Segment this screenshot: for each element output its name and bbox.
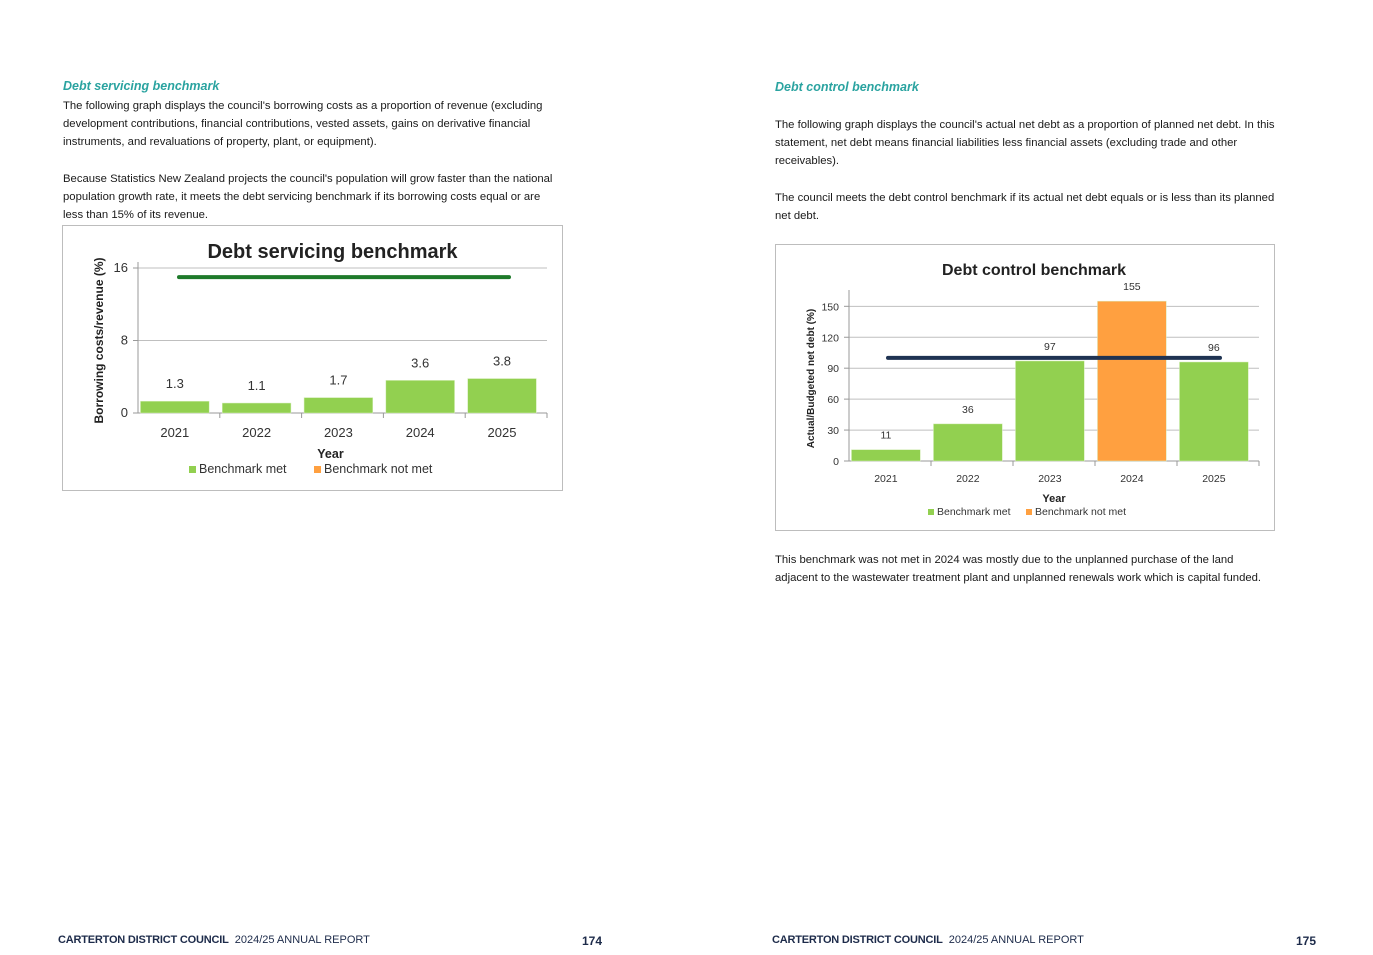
bar-2021 (851, 449, 921, 462)
y-tick-label: 90 (827, 363, 839, 375)
legend-swatch (314, 466, 321, 473)
paragraph: The following graph displays the council… (63, 100, 543, 149)
footer-report: 2024/25 ANNUAL REPORT (948, 934, 1084, 946)
chart-title: Debt servicing benchmark (207, 241, 458, 263)
y-tick-label: 0 (121, 405, 128, 420)
paragraph: The following graph displays the council… (775, 119, 1275, 168)
page-number: 174 (582, 934, 603, 948)
x-tick-label: 2025 (1202, 473, 1226, 485)
data-label: 11 (880, 430, 891, 442)
legend-label: Benchmark not met (1035, 506, 1126, 518)
data-label: 1.3 (166, 376, 184, 391)
legend-label: Benchmark not met (324, 462, 433, 476)
data-label: 3.8 (493, 354, 511, 369)
legend-swatch (928, 509, 934, 515)
bar-2023 (303, 397, 374, 414)
data-label: 1.1 (248, 378, 266, 393)
x-tick-label: 2021 (874, 473, 898, 485)
bar-2022 (222, 402, 292, 414)
x-tick-label: 2021 (160, 425, 189, 440)
paragraph: This benchmark was not met in 2024 was m… (775, 554, 1262, 585)
x-tick-label: 2023 (1038, 473, 1062, 485)
y-axis-label: Borrowing costs/revenue (%) (92, 257, 106, 423)
x-tick-label: 2022 (242, 425, 271, 440)
debt-control-chart: Debt control benchmark 0 30 60 90 120 150 11 202… (775, 244, 1275, 531)
chart-title: Debt control benchmark (942, 262, 1126, 279)
bar-2024 (1097, 300, 1167, 462)
legend-label: Benchmark met (937, 506, 1011, 518)
data-label: 36 (962, 404, 974, 416)
legend-swatch (189, 466, 196, 473)
chart-svg: Debt servicing benchmark 0 8 16 1.3 2021 1.1 20… (92, 241, 548, 476)
data-label: 1.7 (329, 373, 347, 388)
paragraph: The council meets the debt control bench… (775, 192, 1275, 223)
footer-org: CARTERTON DISTRICT COUNCIL (58, 934, 229, 946)
x-tick-label: 2024 (1120, 473, 1144, 485)
x-tick-label: 2024 (406, 425, 435, 440)
data-label: 97 (1044, 341, 1056, 353)
debt-servicing-chart: Debt servicing benchmark 0 8 16 1.3 2021 1.1 20… (62, 225, 563, 491)
bar-2025 (1179, 361, 1249, 462)
x-tick-label: 2025 (488, 425, 517, 440)
bar-2021 (140, 400, 210, 414)
y-tick-label: 60 (827, 394, 839, 406)
data-label: 155 (1123, 281, 1141, 293)
legend-swatch (1026, 509, 1032, 515)
data-label: 3.6 (411, 355, 429, 370)
section-heading: Debt servicing benchmark (63, 79, 220, 93)
paragraph: Because Statistics New Zealand projects … (63, 173, 553, 222)
x-axis-label: Year (317, 447, 344, 461)
chart-svg: Debt control benchmark 0 30 60 90 120 150 11 202… (806, 262, 1260, 518)
bar-2023 (1015, 360, 1085, 462)
y-tick-label: 8 (121, 333, 128, 348)
y-tick-label: 16 (114, 260, 128, 275)
footer: CARTERTON DISTRICT COUNCIL 2024/25 ANNUA… (772, 934, 1084, 946)
legend-label: Benchmark met (199, 462, 287, 476)
footer-org: CARTERTON DISTRICT COUNCIL (772, 934, 943, 946)
x-axis-label: Year (1042, 493, 1066, 505)
y-tick-label: 30 (827, 425, 839, 437)
footer-report: 2024/25 ANNUAL REPORT (234, 934, 370, 946)
bar-2025 (467, 378, 537, 414)
y-tick-label: 0 (833, 456, 839, 468)
bar-2024 (385, 380, 455, 414)
x-tick-label: 2023 (324, 425, 353, 440)
y-tick-label: 150 (821, 301, 839, 313)
y-tick-label: 120 (821, 332, 839, 344)
x-tick-label: 2022 (956, 473, 980, 485)
data-label: 96 (1208, 342, 1220, 354)
page-number: 175 (1296, 934, 1317, 948)
bar-2022 (933, 423, 1003, 462)
y-axis-label: Actual/Budgeted net debt (%) (806, 309, 817, 448)
section-heading: Debt control benchmark (775, 80, 919, 94)
footer: CARTERTON DISTRICT COUNCIL 2024/25 ANNUA… (58, 934, 370, 946)
